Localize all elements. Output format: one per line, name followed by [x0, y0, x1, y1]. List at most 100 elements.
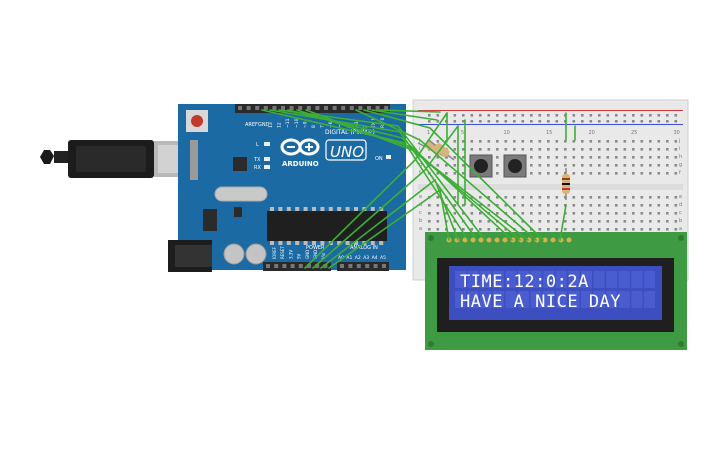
breadboard-hole[interactable] — [657, 196, 661, 199]
breadboard-hole[interactable] — [428, 156, 431, 159]
breadboard-hole[interactable] — [666, 220, 669, 223]
lcd-pin[interactable] — [470, 237, 476, 243]
wire-lcd-backlight[interactable] — [559, 204, 567, 241]
breadboard-hole[interactable] — [513, 114, 516, 117]
breadboard-hole[interactable] — [640, 114, 644, 117]
breadboard-hole[interactable] — [547, 156, 550, 159]
pushbutton-2[interactable] — [503, 154, 527, 178]
breadboard-hole[interactable] — [632, 212, 635, 215]
breadboard-hole[interactable] — [632, 140, 635, 143]
breadboard-hole[interactable] — [538, 148, 542, 151]
breadboard-hole[interactable] — [649, 228, 652, 231]
breadboard-hole[interactable] — [615, 196, 618, 199]
lcd-pin[interactable] — [478, 237, 484, 243]
breadboard-hole[interactable] — [623, 172, 627, 175]
breadboard-hole[interactable] — [589, 220, 593, 223]
wire-d13[interactable] — [261, 109, 469, 241]
breadboard-hole[interactable] — [581, 140, 584, 143]
breadboard-hole[interactable] — [513, 196, 516, 199]
header-pin[interactable] — [281, 106, 285, 110]
breadboard-hole[interactable] — [581, 172, 584, 175]
wire-gnd-2[interactable] — [320, 178, 459, 269]
breadboard-hole[interactable] — [428, 204, 431, 207]
breadboard-hole[interactable] — [606, 148, 610, 151]
breadboard-hole[interactable] — [538, 156, 542, 159]
jumper-wires[interactable] — [261, 109, 576, 269]
breadboard-hole[interactable] — [615, 172, 618, 175]
breadboard-hole[interactable] — [555, 172, 559, 175]
breadboard-hole[interactable] — [649, 120, 652, 123]
breadboard-hole[interactable] — [547, 114, 550, 117]
breadboard-hole[interactable] — [521, 120, 525, 123]
breadboard-hole[interactable] — [674, 164, 678, 167]
breadboard-hole[interactable] — [479, 148, 482, 151]
breadboard-hole[interactable] — [470, 220, 474, 223]
breadboard-hole[interactable] — [657, 140, 661, 143]
breadboard-hole[interactable] — [428, 114, 431, 117]
breadboard-hole[interactable] — [487, 140, 491, 143]
breadboard-hole[interactable] — [674, 212, 678, 215]
breadboard-hole[interactable] — [598, 212, 601, 215]
breadboard-hole[interactable] — [428, 228, 431, 231]
breadboard-hole[interactable] — [615, 212, 618, 215]
breadboard-hole[interactable] — [666, 140, 669, 143]
breadboard-hole[interactable] — [521, 140, 525, 143]
header-pin[interactable] — [315, 264, 320, 268]
breadboard-hole[interactable] — [496, 228, 499, 231]
breadboard-hole[interactable] — [479, 140, 482, 143]
breadboard-hole[interactable] — [462, 120, 465, 123]
breadboard-hole[interactable] — [453, 196, 457, 199]
breadboard-hole[interactable] — [470, 140, 474, 143]
breadboard-hole[interactable] — [521, 204, 525, 207]
breadboard-hole[interactable] — [538, 120, 542, 123]
breadboard-hole[interactable] — [513, 140, 516, 143]
breadboard-hole[interactable] — [674, 148, 678, 151]
breadboard-hole[interactable] — [462, 140, 465, 143]
breadboard-hole[interactable] — [572, 148, 576, 151]
breadboard-hole[interactable] — [513, 120, 516, 123]
lcd-pin[interactable] — [566, 237, 572, 243]
breadboard-hole[interactable] — [606, 204, 610, 207]
pushbutton-1-cap[interactable] — [474, 159, 488, 173]
breadboard-hole[interactable] — [479, 212, 482, 215]
header-pin[interactable] — [356, 264, 361, 268]
breadboard-hole[interactable] — [530, 204, 533, 207]
breadboard-hole[interactable] — [555, 164, 559, 167]
breadboard-hole[interactable] — [453, 220, 457, 223]
breadboard-hole[interactable] — [572, 156, 576, 159]
breadboard-hole[interactable] — [530, 220, 533, 223]
breadboard-hole[interactable] — [530, 114, 533, 117]
breadboard-hole[interactable] — [462, 196, 465, 199]
resistor-2[interactable] — [429, 140, 455, 161]
breadboard-hole[interactable] — [453, 114, 457, 117]
wire-d3[interactable] — [371, 109, 438, 121]
header-pin[interactable] — [274, 264, 279, 268]
breadboard-hole[interactable] — [530, 212, 533, 215]
breadboard-hole[interactable] — [487, 196, 491, 199]
breadboard-hole[interactable] — [623, 220, 627, 223]
breadboard-hole[interactable] — [649, 196, 652, 199]
breadboard-hole[interactable] — [606, 120, 610, 123]
breadboard-hole[interactable] — [606, 140, 610, 143]
breadboard-hole[interactable] — [598, 164, 601, 167]
wire-gnd-3[interactable] — [328, 188, 450, 269]
breadboard-hole[interactable] — [640, 164, 644, 167]
wire-d8[interactable] — [305, 109, 529, 241]
breadboard-hole[interactable] — [436, 140, 440, 143]
breadboard-hole[interactable] — [649, 114, 652, 117]
breadboard-hole[interactable] — [564, 140, 567, 143]
breadboard-hole[interactable] — [615, 156, 618, 159]
reset-button-cap[interactable] — [191, 115, 203, 127]
breadboard-hole[interactable] — [428, 220, 431, 223]
header-pin[interactable] — [315, 106, 320, 110]
breadboard-hole[interactable] — [589, 212, 593, 215]
breadboard-hole[interactable] — [674, 172, 678, 175]
breadboard-hole[interactable] — [632, 156, 635, 159]
wire-d4[interactable] — [363, 109, 544, 241]
header-pin[interactable] — [298, 264, 303, 268]
breadboard-hole[interactable] — [513, 204, 516, 207]
breadboard-hole[interactable] — [538, 140, 542, 143]
breadboard-hole[interactable] — [666, 148, 669, 151]
breadboard-hole[interactable] — [581, 204, 584, 207]
